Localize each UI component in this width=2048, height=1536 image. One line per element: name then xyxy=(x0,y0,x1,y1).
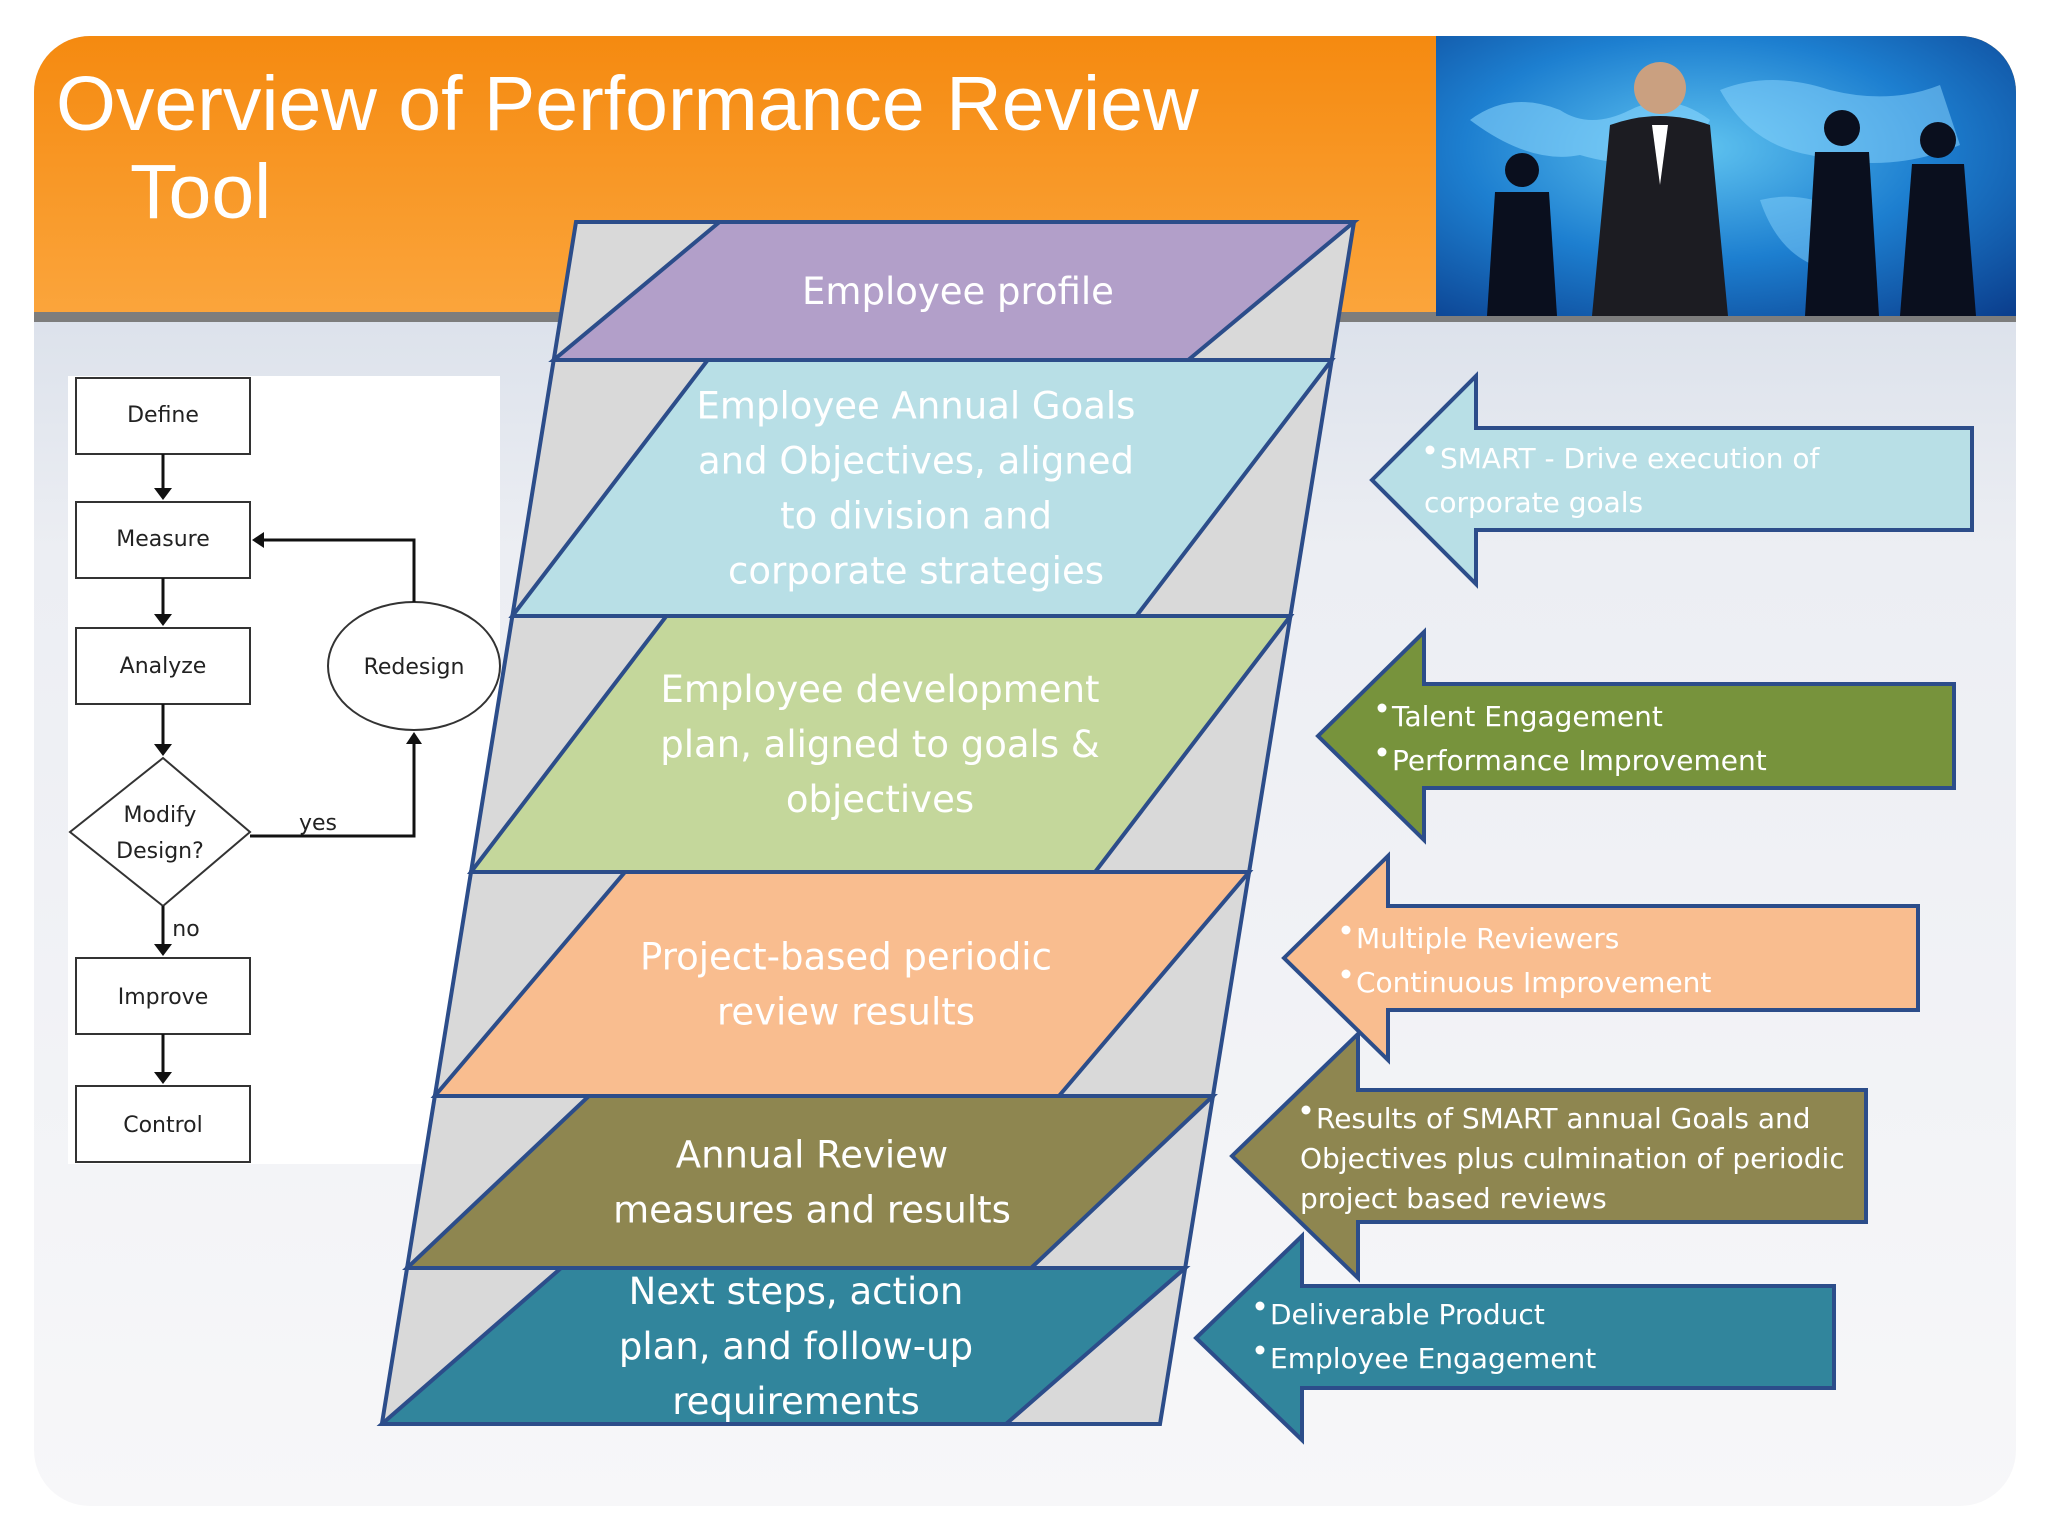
header-photo-icon xyxy=(1436,36,2016,316)
layer-text-line: requirements xyxy=(672,1380,920,1423)
bullet-dot xyxy=(1341,969,1351,979)
modify-label-line2: Design? xyxy=(116,839,204,864)
layer-text-line: Employee profile xyxy=(802,270,1114,313)
analyze-box xyxy=(75,627,251,705)
callout-text-line: Continuous Improvement xyxy=(1356,966,1711,999)
bullet-dot xyxy=(1341,925,1351,935)
layer-text-line: objectives xyxy=(786,778,974,821)
layer-text-line: Project-based periodic xyxy=(640,936,1052,979)
callout-text-line: SMART - Drive execution of xyxy=(1440,442,1821,475)
control-label: Control xyxy=(123,1113,203,1138)
measure-box xyxy=(75,501,251,579)
improve-box xyxy=(75,957,251,1035)
analyze-label: Analyze xyxy=(120,654,207,679)
callout-text-line: Deliverable Product xyxy=(1270,1298,1545,1331)
layer-shape xyxy=(376,1266,1191,1426)
layer-2: Employee Annual Goals and Objectives, ali… xyxy=(508,358,1336,618)
layer-5: Annual Review measures and results xyxy=(402,1094,1218,1270)
redesign-label: Redesign xyxy=(364,655,465,680)
callout-arrow-shape xyxy=(1281,851,1920,1065)
layer-text-line: Next steps, action xyxy=(629,1270,964,1313)
callout-text-line: Multiple Reviewers xyxy=(1356,922,1619,955)
callout-arrows: SMART - Drive execution of corporate goal… xyxy=(1193,371,1974,1445)
layer-text-line: Employee Annual Goals xyxy=(697,385,1136,428)
callout-text-line: Performance Improvement xyxy=(1392,744,1767,777)
flowchart: Define Measure Analyze Modify Design? Im… xyxy=(68,376,501,1164)
control-box xyxy=(75,1085,251,1163)
layer-text-line: Employee development xyxy=(660,668,1099,711)
no-label: no xyxy=(172,917,199,942)
layer-3: Employee development plan, aligned to goa… xyxy=(466,614,1295,874)
callout-text-line: corporate goals xyxy=(1424,486,1643,519)
callout-arrow-1: SMART - Drive execution of corporate goal… xyxy=(1369,371,1974,589)
layer-1: Employee profile xyxy=(548,220,1360,362)
layer-text-line: review results xyxy=(717,991,975,1034)
layer-6: Next steps, action plan, and follow-up req… xyxy=(376,1266,1191,1426)
layer-text-line: plan, aligned to goals & xyxy=(660,723,1099,766)
layer-text-line: corporate strategies xyxy=(728,550,1104,593)
layer-text-line: Annual Review xyxy=(676,1134,948,1177)
layer-4: Project-based periodic review results xyxy=(430,870,1254,1098)
page-title-line1: Overview of Performance Review xyxy=(56,61,1199,147)
layer-text-line: to division and xyxy=(780,495,1052,538)
callout-arrow-4: Results of SMART annual Goals andObjecti… xyxy=(1229,1029,1868,1283)
callout-arrow-shape xyxy=(1315,627,1956,845)
bullet-dot xyxy=(1255,1345,1265,1355)
bullet-dot xyxy=(1377,747,1387,757)
layer-text-line: plan, and follow-up xyxy=(619,1325,973,1368)
define-label: Define xyxy=(127,403,199,428)
improve-label: Improve xyxy=(118,985,208,1010)
modify-label-line1: Modify xyxy=(124,803,197,828)
callout-arrow-shape xyxy=(1369,371,1974,589)
layer-text-line: measures and results xyxy=(613,1189,1011,1232)
callout-text-line: Results of SMART annual Goals and xyxy=(1316,1102,1811,1135)
bullet-dot xyxy=(1377,703,1387,713)
page-title-line2: Tool xyxy=(130,149,272,235)
callout-text-line: project based reviews xyxy=(1300,1182,1607,1215)
bullet-dot xyxy=(1255,1301,1265,1311)
callout-arrow-shape xyxy=(1229,1029,1868,1283)
bullet-dot xyxy=(1425,445,1435,455)
define-box xyxy=(75,377,251,455)
flowchart-panel xyxy=(68,376,500,1164)
layer-text-line: and Objectives, aligned xyxy=(698,440,1134,483)
callout-text-line: Talent Engagement xyxy=(1391,700,1663,733)
callout-text-line: Employee Engagement xyxy=(1270,1342,1596,1375)
callout-arrow-shape xyxy=(1193,1231,1836,1445)
yes-label: yes xyxy=(299,811,337,836)
callout-text-line: Objectives plus culmination of periodic xyxy=(1300,1142,1845,1175)
bullet-dot xyxy=(1301,1105,1311,1115)
measure-label: Measure xyxy=(116,527,210,552)
